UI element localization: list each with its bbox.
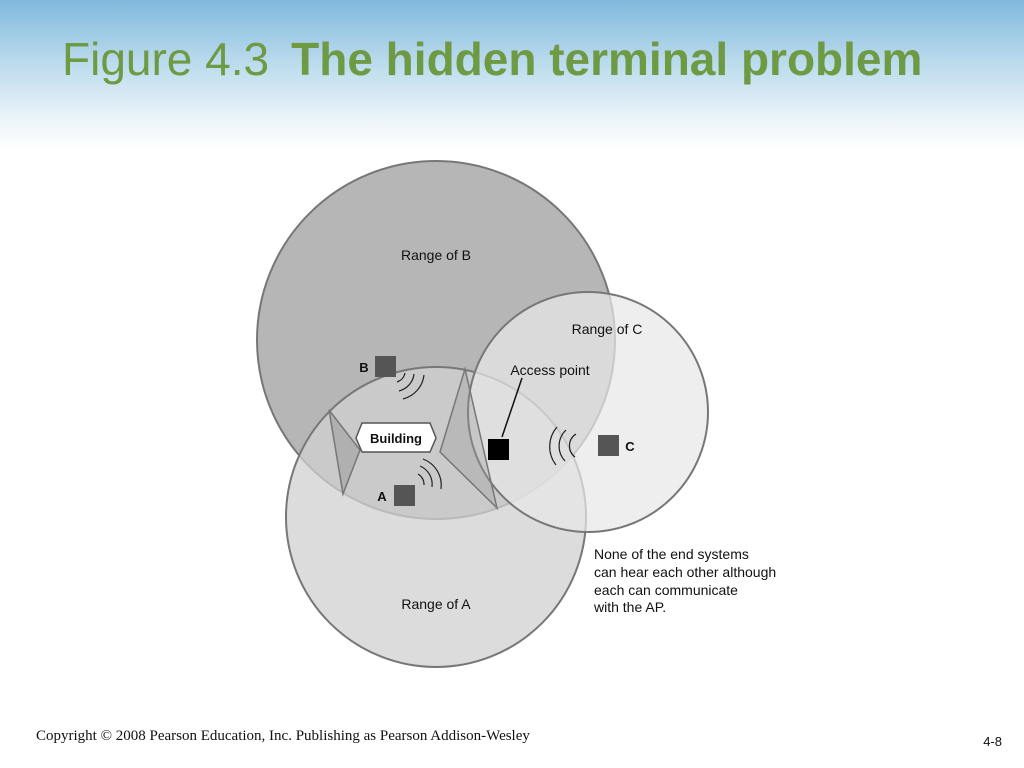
diagram-caption: None of the end systems can hear each ot…: [593, 546, 780, 615]
building-box: [355, 422, 437, 453]
node-a-icon: [394, 485, 415, 506]
node-c-signal-icon: [549, 426, 577, 466]
slide-title: Figure 4.3 The hidden terminal problem: [62, 30, 962, 88]
range-c-label: Range of C: [572, 321, 643, 337]
node-b-icon: [375, 356, 396, 377]
figure-number: Figure 4.3: [62, 33, 270, 85]
node-c-label: C: [625, 439, 635, 454]
node-b-signal-icon: [396, 372, 425, 400]
building-label: Building: [370, 431, 422, 446]
caption-line: each can communicate: [594, 582, 738, 598]
range-a-label: Range of A: [401, 596, 471, 612]
building-shadow-left: [328, 409, 361, 497]
node-a-signal-icon: [417, 458, 442, 490]
footer-copyright: Copyright © 2008 Pearson Education, Inc.…: [36, 728, 530, 744]
building-shadow-right: [439, 366, 499, 511]
figure-title: The hidden terminal problem: [291, 33, 923, 85]
caption-line: with the AP.: [593, 599, 666, 615]
node-c-icon: [598, 435, 619, 456]
access-point-label: Access point: [510, 362, 589, 378]
node-a-label: A: [377, 489, 387, 504]
caption-line: can hear each other although: [594, 564, 776, 580]
range-c-circle: [467, 291, 709, 533]
header-band: [0, 0, 1024, 150]
access-point-icon: [488, 439, 509, 460]
caption-line: None of the end systems: [594, 546, 749, 562]
node-b-label: B: [359, 360, 368, 375]
range-b-label: Range of B: [401, 247, 471, 263]
access-point-pointer: [501, 377, 523, 438]
page-number: 4-8: [983, 734, 1002, 749]
